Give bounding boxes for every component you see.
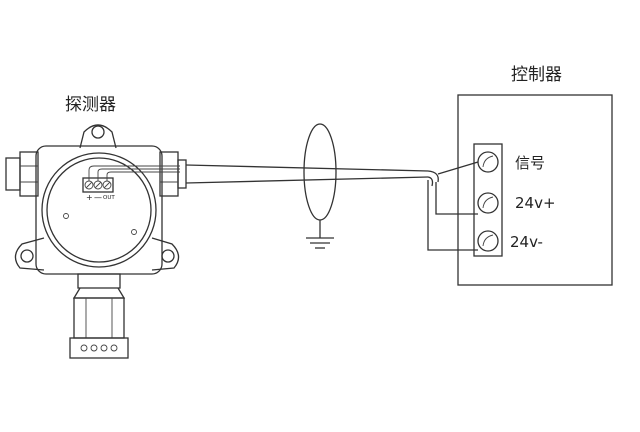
probe-tip xyxy=(69,337,129,359)
housing-outer-ring xyxy=(41,152,157,268)
ground-symbol-icon xyxy=(306,220,334,249)
cable-shield-icon xyxy=(303,123,337,221)
controller: 信号 24v+ 24v- xyxy=(457,94,613,286)
left-ear-hole xyxy=(20,249,34,263)
controller-title: 控制器 xyxy=(511,65,562,85)
controller-terminal-strip xyxy=(473,143,503,257)
label-24v-plus: 24v+ xyxy=(515,194,556,212)
cable xyxy=(88,161,479,251)
right-gland-cap xyxy=(177,159,187,189)
shield-ellipse xyxy=(303,123,337,221)
controller-terminal-signal xyxy=(477,151,499,173)
label-signal: 信号 xyxy=(515,154,545,172)
detector-housing xyxy=(35,145,163,275)
probe-nut xyxy=(72,287,126,299)
screw xyxy=(131,229,137,235)
screw xyxy=(63,213,69,219)
cable-jacket-top xyxy=(185,164,429,172)
terminal-label-plus: + xyxy=(86,193,93,202)
detector: + — OUT xyxy=(5,124,187,359)
left-gland-nut xyxy=(19,151,39,197)
cable-jacket-bottom xyxy=(185,176,429,184)
terminal-label-out: OUT xyxy=(103,195,115,201)
detector-top-ear xyxy=(79,124,117,149)
right-ear-hole xyxy=(161,249,175,263)
controller-terminal-24v-plus xyxy=(477,192,499,214)
wire-24v-minus xyxy=(427,180,478,251)
probe-body xyxy=(73,297,125,339)
controller-box xyxy=(457,94,613,286)
top-ear-hole xyxy=(91,125,105,139)
left-gland-cap xyxy=(5,157,21,191)
label-24v-minus: 24v- xyxy=(510,233,543,251)
housing-inner-ring xyxy=(46,157,152,263)
detector-left-ear xyxy=(14,237,45,271)
detector-title: 探测器 xyxy=(65,95,116,115)
wire-24v-plus xyxy=(435,182,478,215)
terminal-label-minus: — xyxy=(94,193,102,202)
probe-collar xyxy=(77,273,121,289)
controller-terminal-24v-minus xyxy=(477,230,499,252)
right-gland-nut xyxy=(159,151,179,197)
detector-right-ear xyxy=(151,237,180,271)
